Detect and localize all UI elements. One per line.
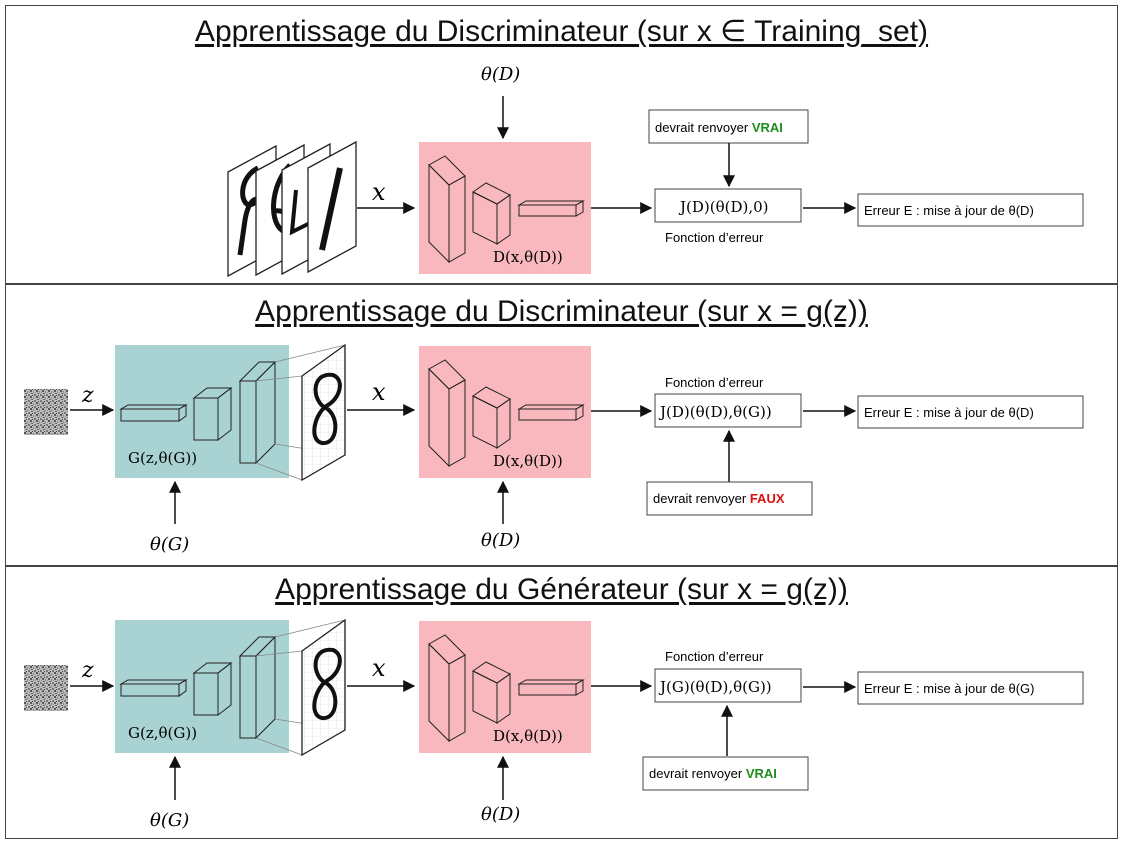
theta-g-label: θ(G) [150, 810, 189, 831]
result-text: Erreur E : mise à jour de θ(D) [864, 405, 1034, 420]
panel2-diagram: z G(z,θ(G)) x θ(G) [24, 343, 1084, 555]
result-text: Erreur E : mise à jour de θ(G) [864, 681, 1035, 696]
z-label: z [81, 383, 94, 408]
panel-discriminator-fake: Apprentissage du Discriminateur (sur x =… [5, 284, 1118, 566]
generator-label: G(z,θ(G)) [128, 724, 197, 742]
discriminator-box [419, 621, 591, 753]
result-text: Erreur E : mise à jour de θ(D) [864, 203, 1034, 218]
discriminator-label: D(x,θ(D)) [493, 452, 563, 470]
generator-box [115, 620, 289, 753]
loss-function: J(D)(θ(D),0) [678, 198, 769, 216]
theta-d-label: θ(D) [481, 64, 520, 85]
vrai-label: VRAI [752, 120, 783, 135]
panel-title: Apprentissage du Générateur (sur x = g(z… [275, 573, 848, 606]
expected-output-note: devrait renvoyer VRAI [649, 766, 777, 781]
panel-title: Apprentissage du Discriminateur (sur x ∈… [194, 15, 929, 48]
noise-image-icon [24, 665, 68, 711]
generated-image [301, 618, 346, 757]
panel-title: Apprentissage du Discriminateur (sur x =… [255, 295, 868, 328]
panel1-diagram: x D(x,θ(D)) θ(D) devrait renvoyer VRAI J… [227, 64, 1084, 278]
panel3-diagram: z G(z,θ(G)) x θ(G) [24, 618, 1084, 831]
discriminator-label: D(x,θ(D)) [493, 727, 563, 745]
x-label: x [372, 178, 386, 206]
generator-label: G(z,θ(G)) [128, 449, 197, 467]
vrai-label: VRAI [746, 766, 777, 781]
loss-caption: Fonction d’erreur [665, 230, 764, 245]
generator-box [115, 345, 289, 478]
panel-generator: Apprentissage du Générateur (sur x = g(z… [5, 566, 1118, 839]
faux-label: FAUX [750, 491, 785, 506]
panel-discriminator-real: Apprentissage du Discriminateur (sur x ∈… [5, 5, 1118, 284]
discriminator-box [419, 346, 591, 478]
generated-image [301, 343, 346, 482]
x-label: x [372, 654, 386, 682]
expected-output-note: devrait renvoyer FAUX [653, 491, 785, 506]
theta-d-label: θ(D) [481, 804, 520, 825]
theta-g-label: θ(G) [150, 534, 189, 555]
loss-caption: Fonction d’erreur [665, 375, 764, 390]
x-label: x [372, 378, 386, 406]
discriminator-box [419, 142, 591, 274]
z-label: z [81, 658, 94, 683]
discriminator-label: D(x,θ(D)) [493, 248, 563, 266]
expected-output-note: devrait renvoyer VRAI [655, 120, 783, 135]
loss-function: J(G)(θ(D),θ(G)) [658, 678, 772, 696]
loss-function: J(D)(θ(D),θ(G)) [658, 403, 772, 421]
handwritten-digit-images [227, 140, 357, 278]
noise-image-icon [24, 389, 68, 435]
loss-caption: Fonction d’erreur [665, 649, 764, 664]
theta-d-label: θ(D) [481, 530, 520, 551]
